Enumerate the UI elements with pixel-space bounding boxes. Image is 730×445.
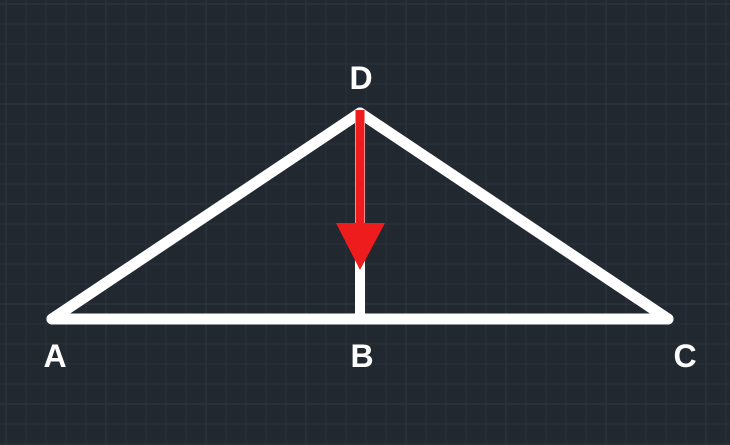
arrow-head-icon [336,223,385,270]
point-labels: A B C D [43,60,696,374]
label-a: A [43,338,66,374]
label-d: D [349,60,372,96]
label-b: B [350,338,373,374]
label-c: C [673,338,696,374]
arrow-d-to-b [336,110,385,270]
segment-d-c [354,107,674,325]
segment-a-d [46,107,366,325]
